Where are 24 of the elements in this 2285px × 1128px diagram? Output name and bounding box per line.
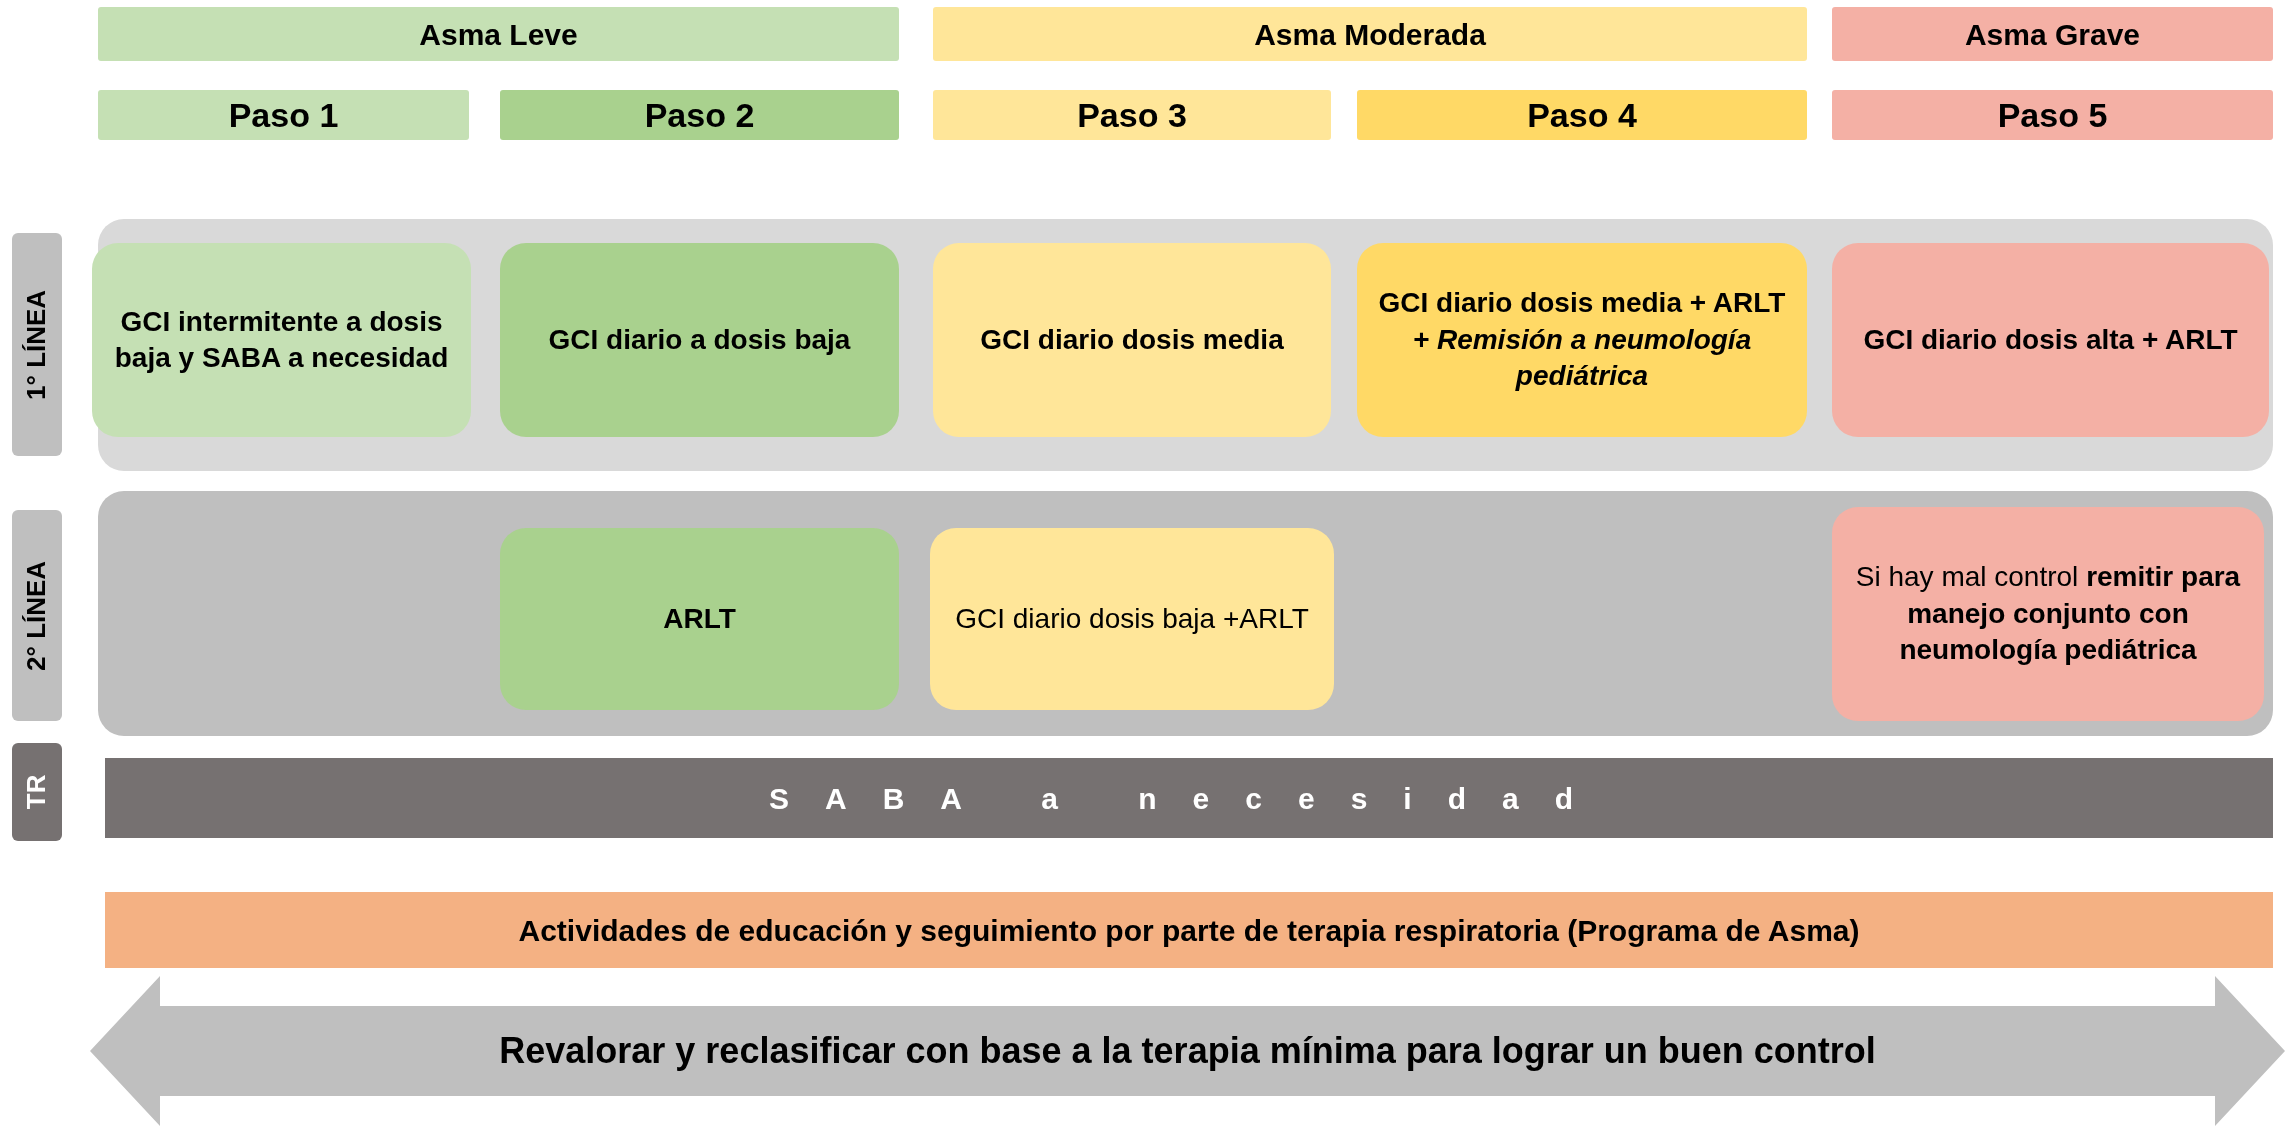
treatment-box: GCI diario dosis media + ARLT + Remisión a neumología pediátrica (1357, 243, 1807, 437)
step-header: Paso 3 (933, 90, 1331, 140)
step-header: Paso 1 (98, 90, 469, 140)
treatment-box: Si hay mal control remitir para manejo conjunto con neumología pediátrica (1832, 507, 2264, 721)
category-header: Asma Grave (1832, 7, 2273, 61)
treatment-box: GCI intermitente a dosis baja y SABA a necesidad (92, 243, 471, 437)
treatment-box: GCI diario dosis alta + ARLT (1832, 243, 2269, 437)
row-band (98, 491, 2273, 736)
step-header: Paso 4 (1357, 90, 1807, 140)
treatment-box: GCI diario a dosis baja (500, 243, 899, 437)
row-label: 1° LÍNEA (12, 233, 62, 456)
double-arrow (90, 976, 2285, 1126)
education-bar: Actividades de educación y seguimiento por parte de terapia respiratoria (Programa de Asma) (105, 892, 2273, 968)
treatment-box: ARLT (500, 528, 899, 710)
row-label: TR (12, 743, 62, 841)
row-label: 2° LÍNEA (12, 510, 62, 721)
treatment-box: GCI diario dosis media (933, 243, 1331, 437)
step-header: Paso 5 (1832, 90, 2273, 140)
rescue-bar: SABA a necesidad (105, 758, 2273, 838)
step-header: Paso 2 (500, 90, 899, 140)
category-header: Asma Moderada (933, 7, 1807, 61)
arrow-text: Revalorar y reclasificar con base a la terapia mínima para lograr un buen control (499, 1028, 1876, 1073)
category-header: Asma Leve (98, 7, 899, 61)
treatment-box: GCI diario dosis baja +ARLT (930, 528, 1334, 710)
